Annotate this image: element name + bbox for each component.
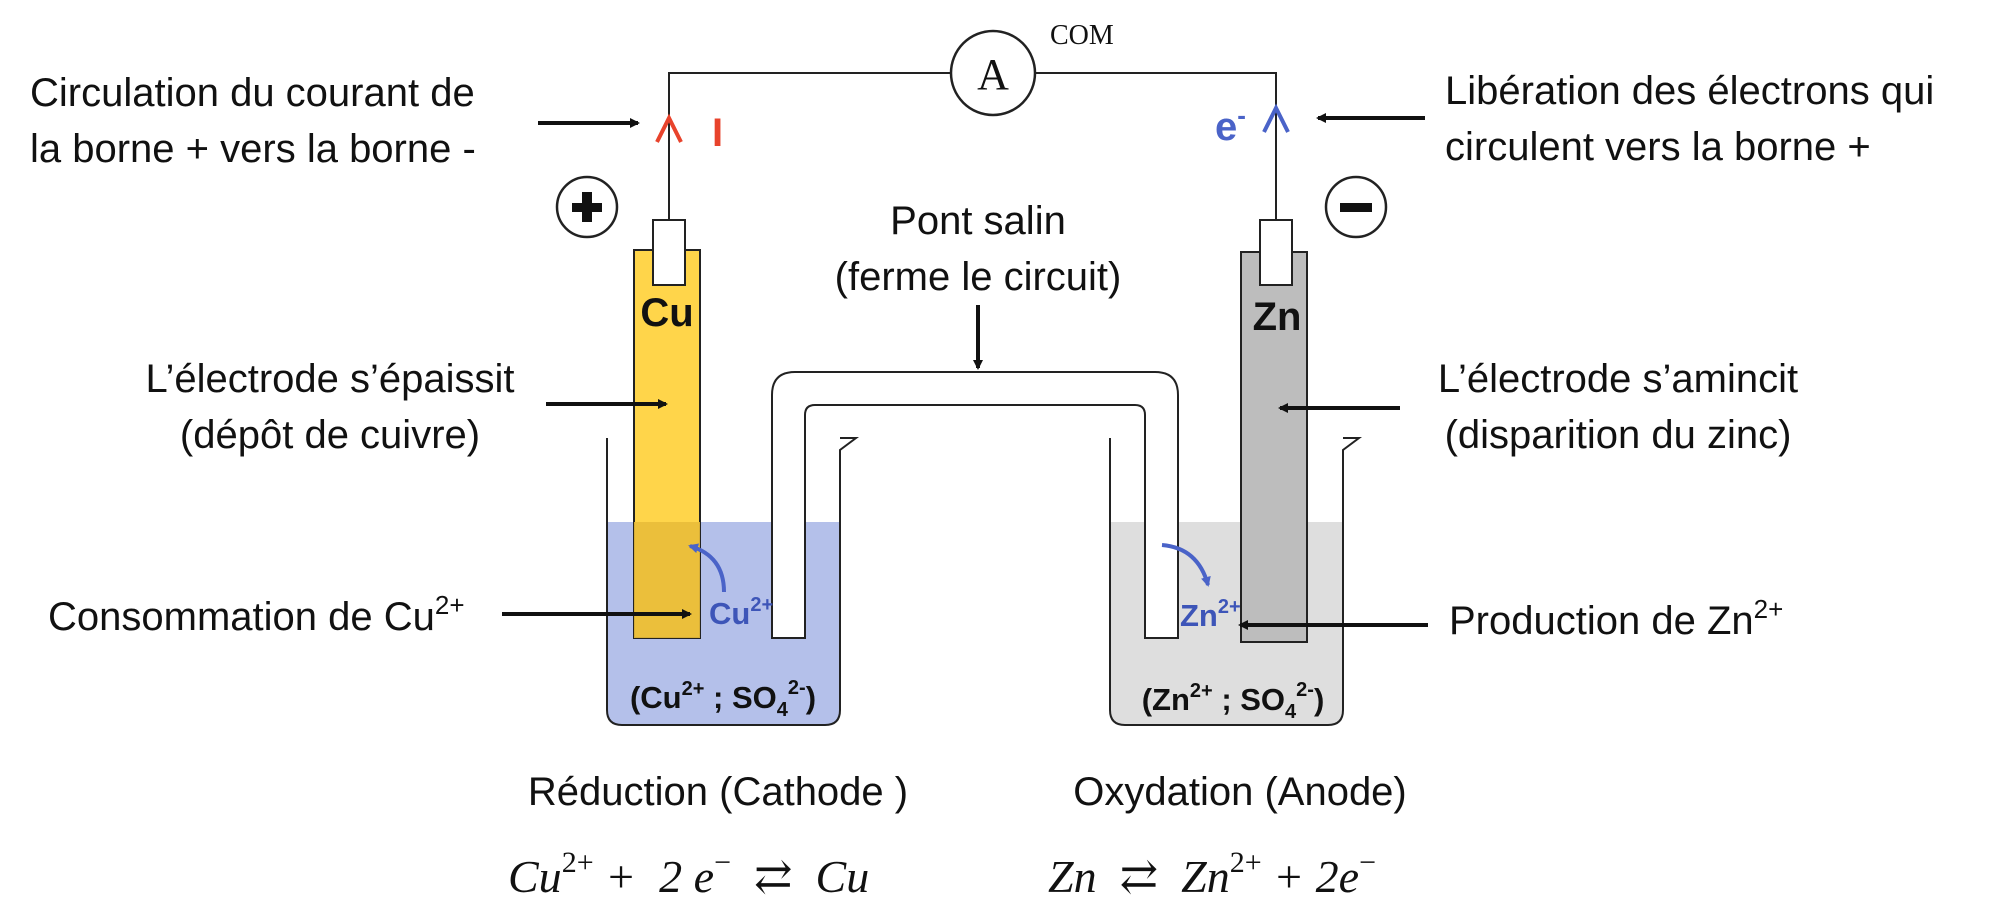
copper-electrode-label: Cu bbox=[640, 291, 693, 335]
copper-electrode-note-line1: L’électrode s’épaissit bbox=[145, 357, 514, 401]
zinc-electrode-label: Zn bbox=[1253, 295, 1302, 339]
minus-circle-icon bbox=[1324, 175, 1388, 239]
current-symbol: I bbox=[712, 111, 723, 155]
right-beaker bbox=[1109, 437, 1362, 726]
reduction-equation: Cu2+ + 2 e− ⇄ Cu bbox=[508, 846, 869, 902]
salt-bridge-label-line1: Pont salin bbox=[890, 199, 1066, 243]
salt-bridge-label-line2: (ferme le circuit) bbox=[835, 255, 1122, 299]
current-note-line2: la borne + vers la borne - bbox=[30, 127, 476, 171]
oxidation-title: Oxydation (Anode) bbox=[1073, 770, 1407, 814]
copper-electrode-note-line2: (dépôt de cuivre) bbox=[180, 413, 480, 457]
current-direction-arrow bbox=[655, 113, 683, 143]
zn-ion-arrow bbox=[1161, 543, 1211, 587]
com-terminal-label: COM bbox=[1050, 20, 1114, 51]
zn-ion-label: Zn2+ bbox=[1180, 596, 1241, 633]
zinc-electrode bbox=[1240, 251, 1308, 643]
electron-note-line1: Libération des électrons qui bbox=[1445, 69, 1934, 113]
electron-symbol: e- bbox=[1215, 100, 1246, 149]
cu-consumption-note: Consommation de Cu2+ bbox=[48, 590, 465, 639]
circuit-wire bbox=[668, 72, 1277, 220]
oxidation-equation: Zn ⇄ Zn2+ + 2e− bbox=[1048, 846, 1376, 902]
zinc-electrode-note-line1: L’électrode s’amincit bbox=[1438, 357, 1798, 401]
zn-solution-label: (Zn2+ ; SO42-) bbox=[1142, 679, 1325, 723]
salt-bridge bbox=[771, 371, 1179, 639]
zinc-clip bbox=[1259, 219, 1293, 286]
reduction-title: Réduction (Cathode ) bbox=[528, 770, 908, 814]
copper-electrode-submerged bbox=[634, 522, 700, 638]
current-note-line1: Circulation du courant de bbox=[30, 71, 475, 115]
cu-solution-label: (Cu2+ ; SO42-) bbox=[630, 677, 816, 721]
zn-production-note: Production de Zn2+ bbox=[1449, 594, 1783, 643]
zinc-electrode-note-line2: (disparition du zinc) bbox=[1445, 413, 1792, 457]
cu-ion-arrow bbox=[688, 543, 726, 593]
left-beaker bbox=[606, 437, 859, 726]
ammeter-symbol: A bbox=[977, 50, 1009, 99]
electron-direction-arrow bbox=[1262, 103, 1290, 133]
electron-note-line2: circulent vers la borne + bbox=[1445, 125, 1871, 169]
copper-clip bbox=[652, 219, 686, 286]
ammeter: A bbox=[949, 29, 1037, 117]
cu-ion-label: Cu2+ bbox=[709, 594, 773, 631]
plus-circle-icon bbox=[555, 175, 619, 239]
